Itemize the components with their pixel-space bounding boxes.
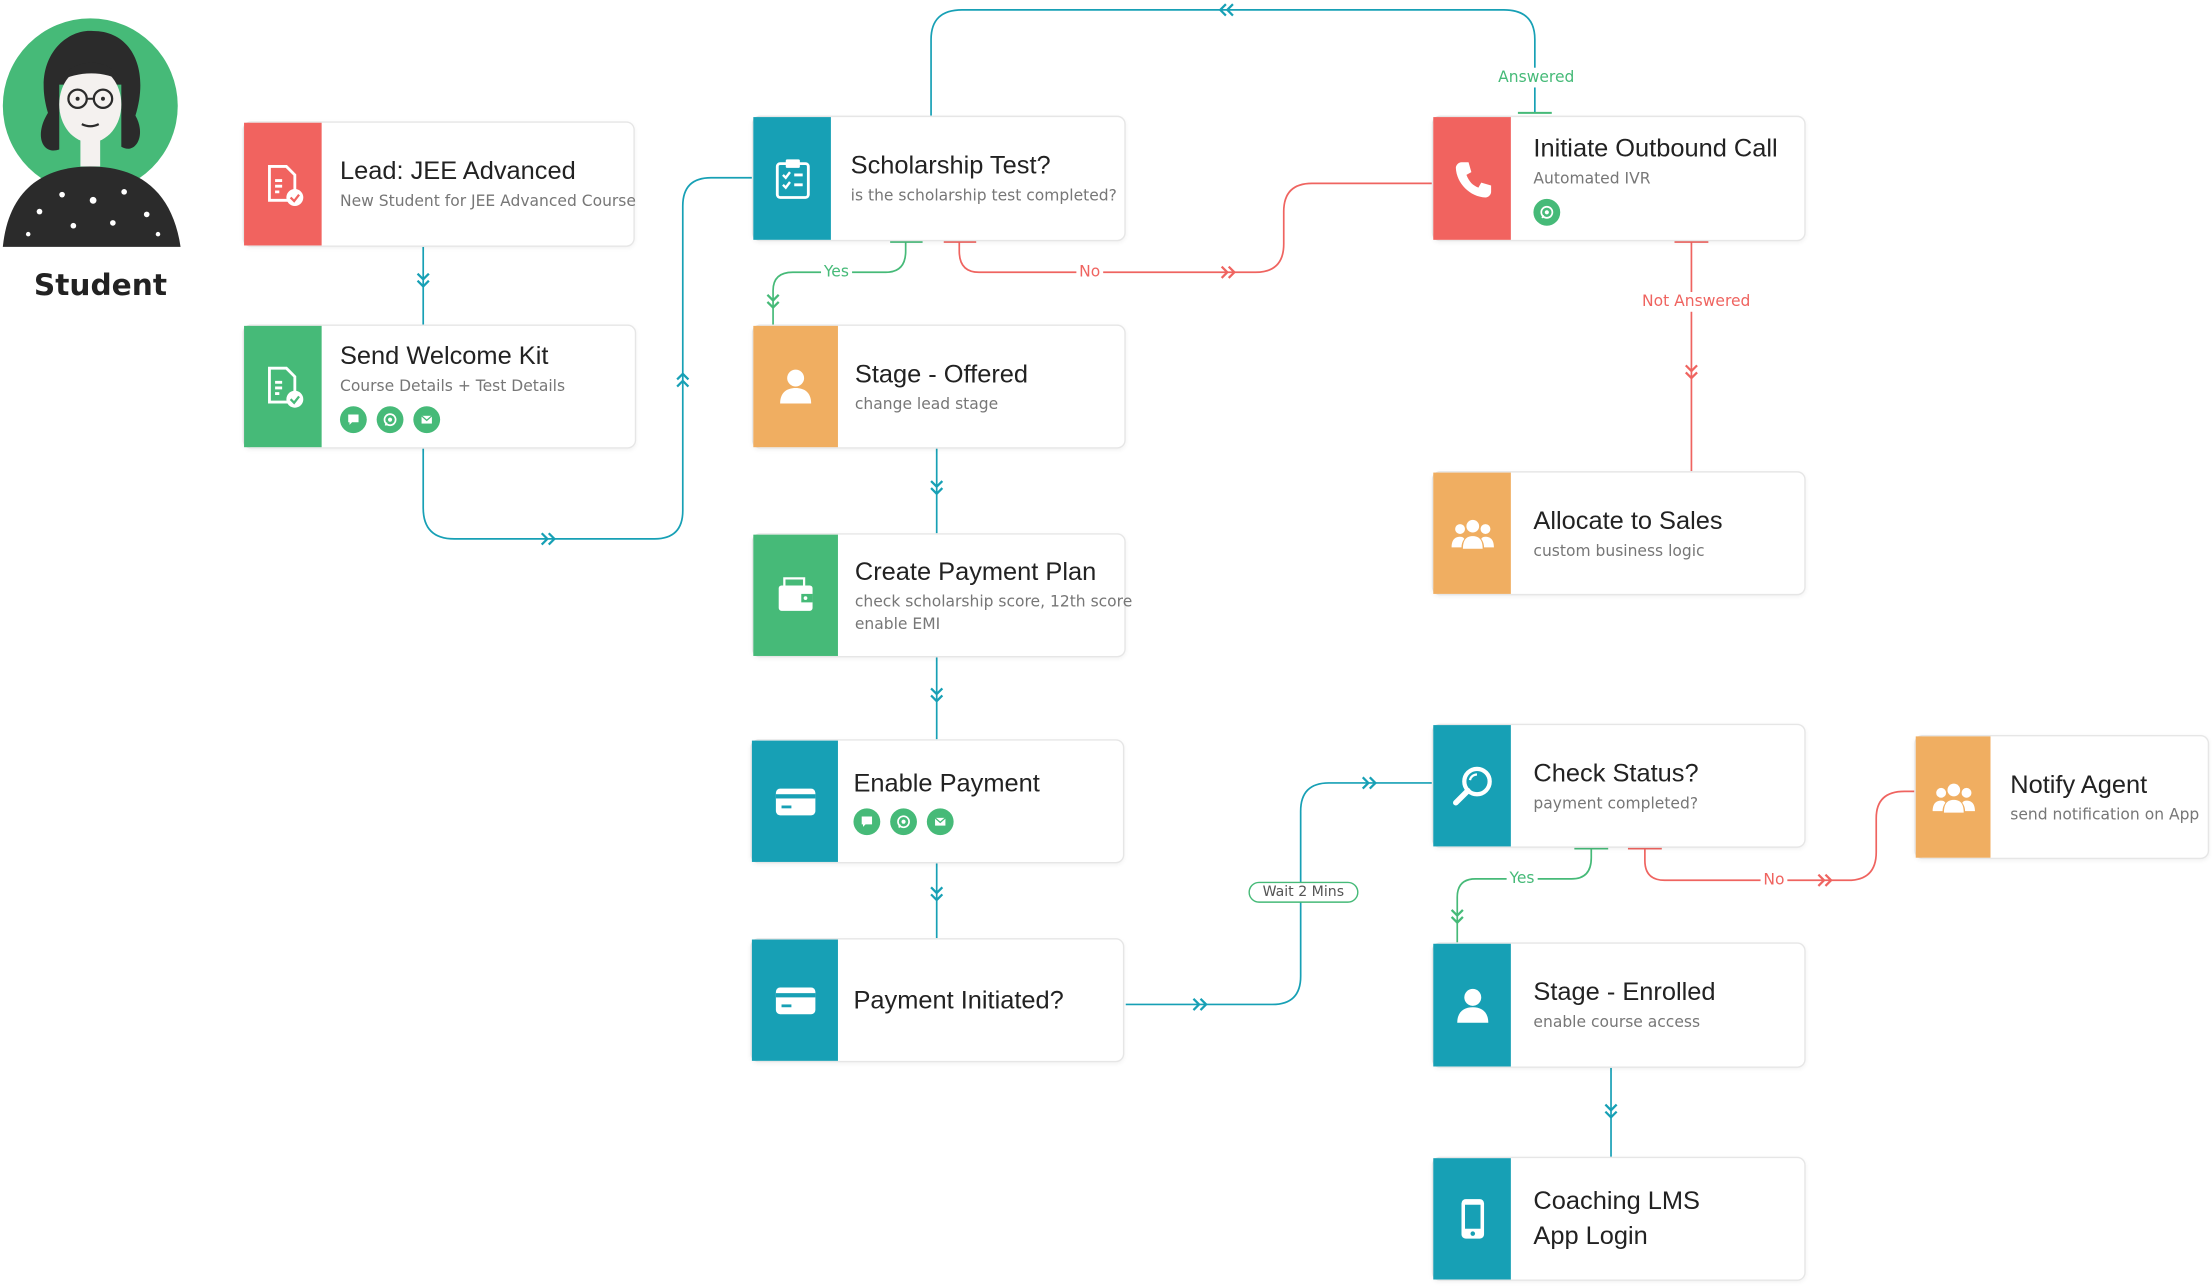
node-title: Notify Agent <box>2010 769 2148 798</box>
node-subtitle: change lead stage <box>854 394 999 413</box>
node-welcome-kit[interactable]: Send Welcome Kit Course Details + Test D… <box>242 324 637 449</box>
node-title: Enable Payment <box>853 768 1040 798</box>
edge-answered-loop <box>930 9 1536 116</box>
card-icon <box>751 740 838 862</box>
email-icon <box>413 406 441 434</box>
phone-icon <box>1433 117 1511 240</box>
node-subtitle: custom business logic <box>1533 541 1705 560</box>
wallet-icon <box>753 534 838 656</box>
group-icon <box>1915 736 1991 858</box>
node-title: Check Status? <box>1533 758 1699 787</box>
whatsapp-icon <box>1533 198 1561 226</box>
node-subtitle: Course Details + Test Details <box>339 376 566 395</box>
node-title: Send Welcome Kit <box>339 341 549 370</box>
edge-label-answered: Answered <box>1495 67 1578 88</box>
user-icon <box>753 325 838 448</box>
node-subtitle: check scholarship score, 12th score <box>854 591 1133 611</box>
node-title: Scholarship Test? <box>850 150 1051 180</box>
node-subtitle: payment completed? <box>1533 793 1699 812</box>
group-icon <box>1433 472 1511 594</box>
user-icon <box>1433 943 1511 1067</box>
student-avatar <box>2 18 181 247</box>
node-title: Coaching LMS <box>1533 1186 1701 1215</box>
edge-scholarship-no <box>958 182 1432 274</box>
node-allocate-sales[interactable]: Allocate to Sales custom business logic <box>1431 471 1806 596</box>
node-subtitle: is the scholarship test completed? <box>850 186 1117 205</box>
node-title: Lead: JEE Advanced <box>339 156 576 185</box>
whatsapp-icon <box>890 808 917 836</box>
edge-label-no: No <box>1076 262 1104 283</box>
checklist-icon <box>753 117 831 240</box>
document-check-icon <box>244 325 322 448</box>
node-check-status[interactable]: Check Status? payment completed? <box>1431 723 1806 848</box>
document-check-icon <box>244 122 322 246</box>
email-icon <box>926 808 954 836</box>
whatsapp-icon <box>376 406 404 434</box>
node-outbound-call[interactable]: Initiate Outbound Call Automated IVR <box>1431 115 1806 242</box>
node-payment-initiated[interactable]: Payment Initiated? <box>750 938 1125 1063</box>
edge-label-no-status: No <box>1760 870 1788 891</box>
edge-welcome-scholarship <box>422 176 752 540</box>
wait-pill: Wait 2 Mins <box>1248 881 1359 903</box>
mobile-icon <box>1433 1158 1511 1280</box>
search-icon <box>1433 725 1511 847</box>
student-label: Student <box>33 268 168 302</box>
sms-icon <box>339 406 367 434</box>
edge-check-no <box>1644 790 1915 882</box>
node-stage-enrolled[interactable]: Stage - Enrolled enable course access <box>1431 942 1806 1068</box>
node-subtitle: Automated IVR <box>1533 168 1651 187</box>
node-subtitle: New Student for JEE Advanced Course <box>339 191 636 211</box>
node-title-2: App Login <box>1533 1221 1648 1250</box>
edge-label-yes-status: Yes <box>1506 868 1538 889</box>
node-enable-payment[interactable]: Enable Payment <box>750 739 1125 864</box>
node-lms-login[interactable]: Coaching LMS App Login <box>1431 1156 1806 1281</box>
edge-check-yes <box>1456 847 1593 943</box>
node-title: Payment Initiated? <box>853 985 1064 1014</box>
node-stage-offered[interactable]: Stage - Offered change lead stage <box>751 324 1126 449</box>
card-icon <box>751 939 838 1061</box>
sms-icon <box>853 808 881 836</box>
node-scholarship-test[interactable]: Scholarship Test? is the scholarship tes… <box>751 115 1126 242</box>
node-payment-plan[interactable]: Create Payment Plan check scholarship sc… <box>751 533 1133 658</box>
edge-label-yes: Yes <box>821 262 852 283</box>
edge-label-not-answered: Not Answered <box>1639 292 1754 312</box>
node-title: Stage - Enrolled <box>1533 977 1716 1006</box>
node-subtitle: enable course access <box>1533 1012 1701 1032</box>
node-subtitle: send notification on App <box>2010 804 2200 824</box>
node-title: Initiate Outbound Call <box>1533 133 1778 162</box>
node-lead[interactable]: Lead: JEE Advanced New Student for JEE A… <box>242 121 636 247</box>
node-title: Create Payment Plan <box>854 556 1097 585</box>
node-title: Allocate to Sales <box>1533 505 1723 534</box>
node-subtitle-2: enable EMI <box>854 614 941 633</box>
node-title: Stage - Offered <box>854 359 1029 388</box>
edge-scholarship-yes <box>772 241 907 325</box>
node-notify-agent[interactable]: Notify Agent send notification on App <box>1914 734 2210 860</box>
